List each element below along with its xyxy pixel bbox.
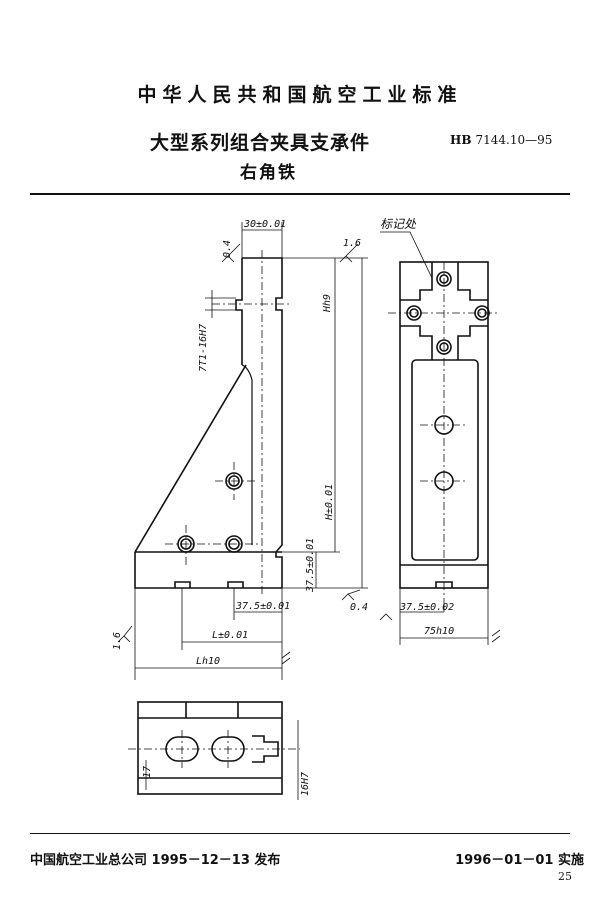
front-view (134, 257, 283, 589)
dim-slot: 7T1-16H7 (198, 324, 209, 372)
dim-length-fit: Lh10 (196, 656, 220, 667)
issue-date: 中国航空工业总公司 1995－12－13 发布 (30, 853, 281, 868)
document-title: 大型系列组合夹具支承件 (150, 132, 371, 154)
dim-base-offset: 37.5±0.01 (235, 601, 290, 612)
dim-roughness-side: 0.4 (222, 240, 233, 258)
document-subtitle: 右角铁 (240, 163, 297, 183)
dim-roughness-left: 1.6 (112, 632, 123, 650)
dim-width-fit: 75h10 (424, 626, 454, 637)
org-standard-heading: 中华人民共和国航空工业标准 (137, 84, 463, 106)
plan-dimensions (128, 720, 300, 800)
page-number: 25 (558, 870, 572, 883)
side-dimensions (379, 231, 501, 645)
front-dimensions (117, 222, 368, 680)
dim-right-offset: 37.5±0.02 (399, 602, 454, 613)
dim-top-width: 30±0.01 (243, 219, 286, 230)
footer-rule (30, 833, 570, 834)
dim-plan-slot: 16H7 (300, 772, 311, 796)
dim-height-tol: H±0.01 (324, 484, 335, 521)
dim-height-fit: Hh9 (322, 294, 333, 313)
dim-base-height: 37.5±0.01 (305, 538, 316, 593)
standard-code: 7144.10—95 (475, 133, 553, 147)
plan-view (137, 701, 283, 795)
center-lines (165, 250, 500, 600)
implementation-date: 1996－01－01 实施 (455, 853, 584, 868)
dim-roughness-top: 1.6 (343, 238, 361, 249)
side-view (399, 261, 490, 589)
mark-label: 标记处 (380, 217, 417, 231)
standard-prefix: HB (450, 133, 472, 147)
dim-plan-small: 17 (142, 766, 153, 778)
header-rule (30, 193, 570, 195)
dim-length-tol: L±0.01 (212, 630, 248, 641)
dim-roughness-small: 0.4 (350, 602, 368, 613)
